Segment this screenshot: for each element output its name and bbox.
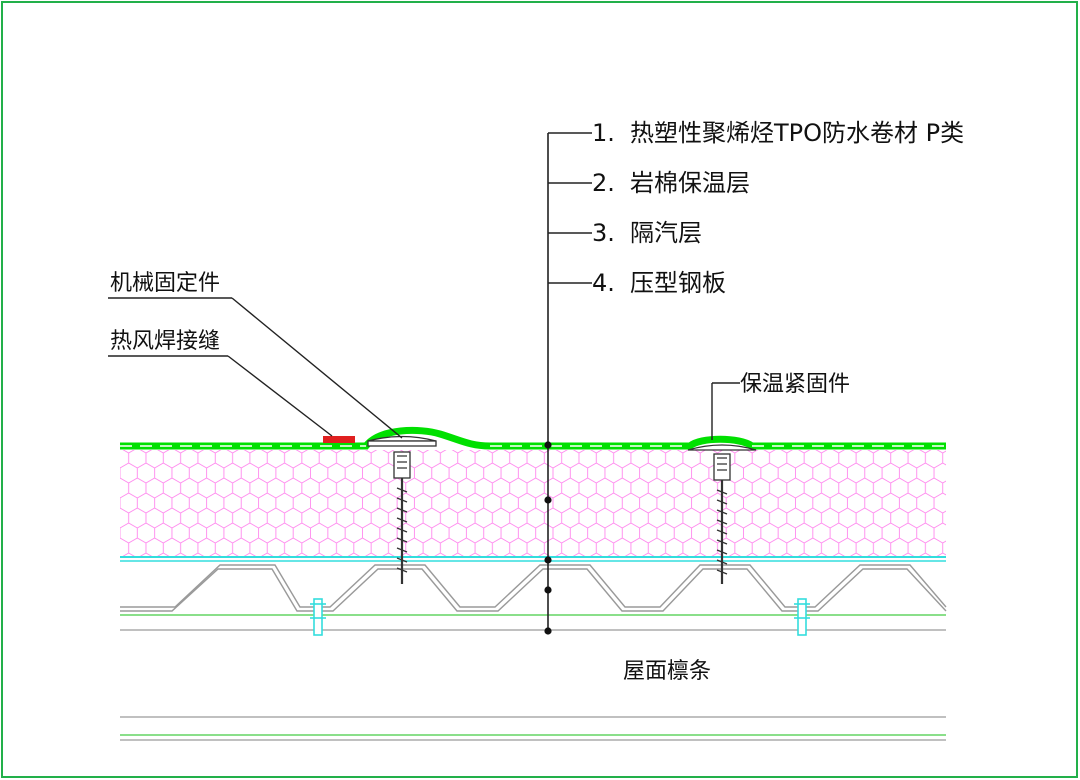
hot-air-weld-seam	[323, 436, 355, 443]
deck-bolt-left	[310, 598, 326, 636]
layer-3-number: 3.	[592, 219, 615, 247]
steel-deck	[120, 564, 947, 612]
purlin-label: 屋面檩条	[623, 659, 711, 684]
leader-hot-air-weld	[108, 355, 333, 437]
deck-bolt-right	[794, 598, 810, 636]
tpo-membrane	[120, 426, 946, 450]
layer-2-label: 岩棉保温层	[630, 169, 750, 197]
leader-mechanical-fastener	[108, 297, 403, 439]
layer-indicator	[544, 132, 592, 635]
insulation-fastener-label: 保温紧固件	[740, 372, 850, 397]
layer-4-label: 压型钢板	[630, 269, 726, 297]
layer-1-label: 热塑性聚烯烃TPO防水卷材 P类	[630, 119, 964, 147]
layer-1-number: 1.	[592, 119, 615, 147]
layer-4-number: 4.	[592, 269, 615, 297]
hot-air-weld-label: 热风焊接缝	[110, 329, 220, 354]
purlin-lines	[120, 614, 946, 741]
layer-3-label: 隔汽层	[630, 219, 702, 247]
leader-insulation-fastener	[711, 382, 740, 440]
mechanical-fastener-label: 机械固定件	[110, 271, 220, 296]
vapor-barrier	[120, 556, 946, 562]
mechanical-fastener	[367, 435, 437, 584]
layer-2-number: 2.	[592, 169, 615, 197]
insulation-layer	[120, 450, 946, 556]
insulation-fastener	[687, 444, 757, 584]
